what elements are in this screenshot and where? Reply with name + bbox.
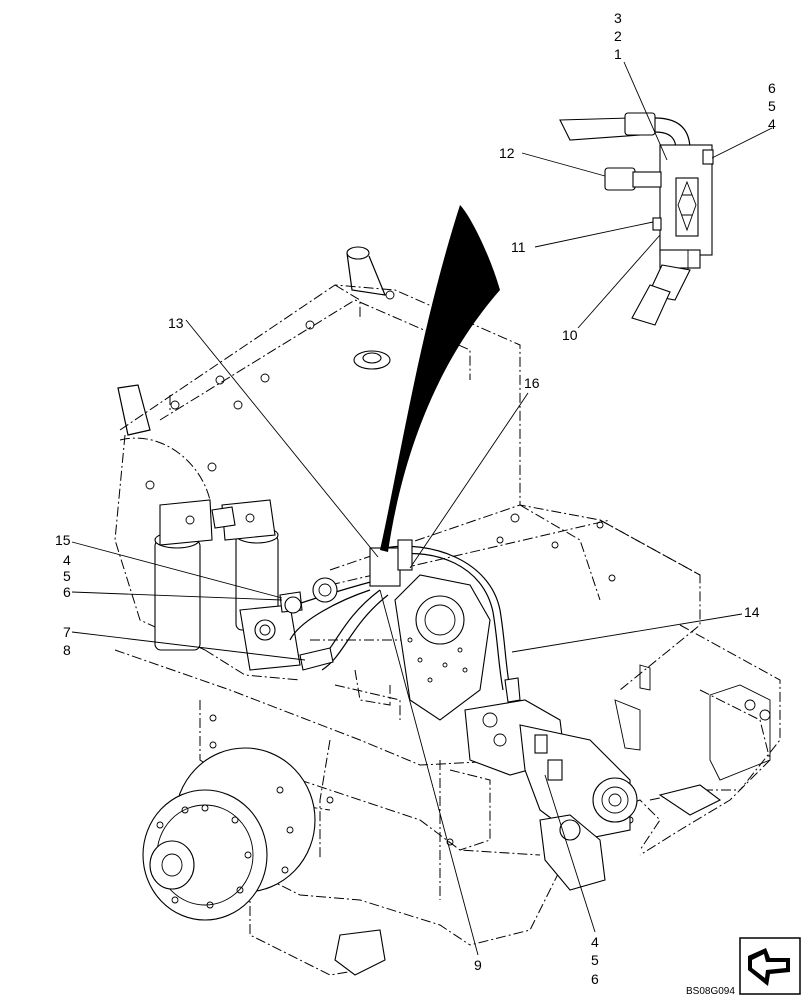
filter-assembly [119,437,301,671]
callout-1: 1 [614,46,622,62]
callout-7: 7 [63,624,71,640]
callout-4-left: 4 [63,552,71,568]
callout-14: 14 [744,604,760,620]
hydraulic-pump [464,699,638,841]
callout-13: 13 [168,315,184,331]
callout-11: 11 [511,239,526,255]
arrow-next-icon[interactable] [739,937,801,995]
callout-10: 10 [562,327,578,343]
filler-neck [117,246,391,436]
callout-5: 5 [768,98,776,114]
callout-2: 2 [614,28,622,44]
callout-16: 16 [524,375,540,391]
callout-5-bottom: 5 [591,952,599,968]
drawing-code: BS08G094 [686,986,735,997]
chassis-outline [114,284,781,976]
callout-9: 9 [474,957,482,973]
detail-inset-valve [559,112,714,326]
callout-3: 3 [614,10,622,26]
callout-labels: 3 2 1 6 5 4 12 11 10 13 16 15 4 5 6 7 8 … [55,10,776,987]
leader-lines [71,61,773,956]
detail-wedge [380,205,500,552]
callout-8: 8 [63,642,71,658]
callout-4-bottom: 4 [591,934,599,950]
callout-12: 12 [499,145,515,161]
final-drive [142,747,316,921]
callout-6-bottom: 6 [591,971,599,987]
mount-bracket [539,664,651,891]
frame-foot [334,684,771,976]
callout-6-left: 6 [63,584,71,600]
center-housing [394,574,491,721]
callout-4: 4 [768,116,776,132]
callout-15: 15 [55,532,71,548]
callout-6: 6 [768,80,776,96]
callout-5-left: 5 [63,568,71,584]
